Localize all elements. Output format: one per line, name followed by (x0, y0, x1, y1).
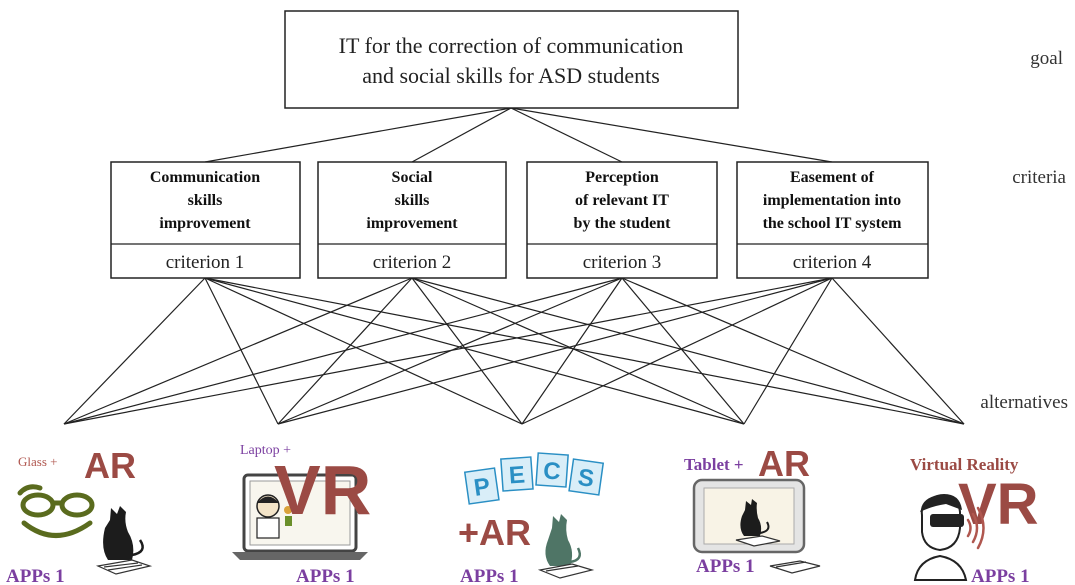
pecs-letter: C (542, 457, 561, 485)
alternative-apps-label: APPs 1 (971, 566, 1030, 585)
criterion-label: criterion 2 (373, 252, 452, 273)
criterion-to-alternative-line (621, 277, 745, 425)
criterion-node-4: Easement of implementation into the scho… (736, 161, 929, 279)
alternative-apps-label: APPs 1 (696, 556, 755, 577)
criterion-to-alternative-line (521, 277, 833, 425)
alternative-tech-label: AR (758, 443, 810, 484)
alternative-4: Tablet + AR APPs 1 (684, 443, 821, 577)
criteria-connector-lines (63, 277, 965, 425)
pecs-card (500, 456, 534, 492)
criterion-title-line: Social (392, 169, 433, 186)
cat-figure-icon (545, 514, 581, 566)
criterion-title-line: implementation into (763, 192, 901, 209)
criterion-to-alternative-line (411, 277, 965, 425)
cat-figure-icon (740, 499, 770, 536)
alternative-device-label: Laptop + (240, 443, 291, 458)
criterion-title-line: Perception (585, 169, 659, 186)
criterion-to-alternative-line (831, 277, 965, 425)
plant-icon (284, 506, 292, 526)
criterion-title-line: skills (188, 192, 223, 209)
criterion-title-line: improvement (366, 215, 458, 232)
card-stack-icon (735, 535, 821, 574)
level-label-criteria: criteria (1012, 167, 1066, 188)
alternative-device-label: Glass + (18, 454, 57, 469)
criterion-box (317, 161, 507, 279)
alternative-apps-label: APPs 1 (460, 566, 519, 585)
level-label-goal: goal (1030, 48, 1063, 69)
alternative-5: Virtual Reality VR APPs 1 (910, 455, 1039, 585)
child-avatar-icon (256, 494, 280, 539)
card-stack-icon (537, 563, 595, 579)
criterion-title-line: skills (395, 192, 430, 209)
goal-to-criterion-line (411, 107, 512, 163)
criterion-title-line: by the student (574, 215, 672, 232)
goal-text-line1: IT for the correction of communication (339, 33, 684, 58)
criterion-title-line: of relevant IT (575, 192, 669, 209)
alternative-tech-label: AR (84, 445, 136, 486)
criterion-to-alternative-line (743, 277, 833, 425)
alternative-device-label: Virtual Reality (910, 455, 1019, 474)
criterion-to-alternative-line (277, 277, 833, 425)
sound-waves-icon (966, 506, 985, 550)
goal-box (284, 10, 739, 109)
criterion-node-3: Perception of relevant IT by the student… (526, 161, 718, 279)
criterion-to-alternative-line (63, 277, 413, 425)
goal-to-criterion-line (510, 107, 623, 163)
pecs-card (463, 467, 500, 505)
criterion-label: criterion 1 (166, 252, 245, 273)
criterion-to-alternative-line (204, 277, 279, 425)
criterion-to-alternative-line (411, 277, 523, 425)
pecs-card (568, 458, 605, 496)
alternative-2: Laptop + VR APPs 1 (232, 443, 371, 585)
cat-figure-icon (103, 506, 144, 560)
alternative-device-label: Tablet + (684, 455, 744, 474)
pecs-letter: E (508, 461, 526, 489)
smart-glasses-icon (17, 484, 95, 538)
goal-to-criterion-line (204, 107, 512, 163)
pecs-letter: S (576, 464, 596, 493)
criterion-to-alternative-line (204, 277, 745, 425)
criterion-label: criterion 4 (793, 252, 872, 273)
pecs-cards-icon: P E C S (463, 452, 605, 505)
criterion-to-alternative-line (204, 277, 523, 425)
pecs-letter: P (472, 473, 492, 502)
criterion-to-alternative-line (63, 277, 206, 425)
criterion-to-alternative-line (411, 277, 745, 425)
alternative-1: Glass + AR APPs 1 (6, 445, 153, 585)
goal-node: IT for the correction of communication a… (284, 10, 739, 109)
alternative-apps-label: APPs 1 (6, 566, 65, 585)
criterion-node-1: Communication skills improvement criteri… (110, 161, 301, 279)
goal-connector-lines (204, 107, 833, 163)
criterion-box (110, 161, 301, 279)
criterion-to-alternative-line (621, 277, 965, 425)
criterion-label: criterion 3 (583, 252, 662, 273)
level-label-alternatives: alternatives (980, 392, 1068, 413)
vr-headset-user-icon (913, 494, 968, 581)
goal-to-criterion-line (510, 107, 833, 163)
alternative-3: P E C S +AR APPs 1 (458, 452, 605, 585)
criterion-box (526, 161, 718, 279)
criterion-to-alternative-line (63, 277, 833, 425)
criterion-title-line: Communication (150, 169, 260, 186)
criterion-node-2: Social skills improvement criterion 2 (317, 161, 507, 279)
criterion-title-line: Easement of (790, 169, 875, 186)
alternative-apps-label: APPs 1 (296, 566, 355, 585)
criterion-title-line: improvement (159, 215, 251, 232)
criterion-to-alternative-line (63, 277, 623, 425)
criterion-title-line: the school IT system (763, 215, 902, 232)
pecs-card (535, 452, 569, 488)
criterion-box (736, 161, 929, 279)
alternative-tech-label: +AR (458, 512, 531, 553)
alternative-tech-label: VR (274, 451, 371, 529)
goal-text-line2: and social skills for ASD students (362, 63, 660, 88)
criterion-to-alternative-line (204, 277, 965, 425)
card-stack-icon (95, 559, 153, 575)
criterion-to-alternative-line (521, 277, 623, 425)
